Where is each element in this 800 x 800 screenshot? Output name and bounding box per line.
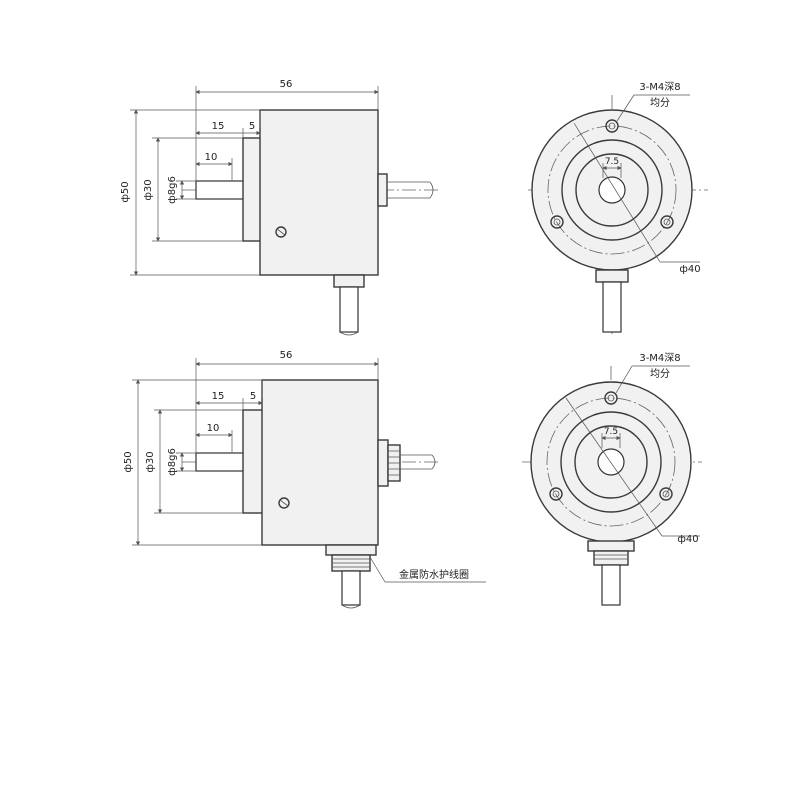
dim-shaft-length: 10 <box>207 423 220 434</box>
shaft <box>195 180 245 200</box>
label-waterproof-gland: 金属防水护线圈 <box>399 568 469 581</box>
flange <box>242 137 262 242</box>
dim-flange-length: 15 <box>212 121 225 132</box>
cable-gland <box>333 274 365 288</box>
dim-flange-diameter: ф30 <box>145 451 156 472</box>
bolt-circle <box>547 125 677 255</box>
mount-hole <box>659 487 673 501</box>
cable <box>339 286 359 333</box>
mount-hole <box>550 215 564 229</box>
label-mount-holes: 3-M4深8 <box>639 81 680 93</box>
dim-flange-step: 5 <box>250 391 256 402</box>
cable <box>602 281 622 333</box>
rear-connector <box>377 173 388 207</box>
label-mount-holes-note: 均分 <box>650 97 670 109</box>
metal-waterproof-gland <box>325 544 377 556</box>
mount-hole <box>660 215 674 229</box>
flange <box>242 409 264 514</box>
dim-flange-step: 5 <box>249 121 255 132</box>
dim-bolt-circle: ф40 <box>677 534 698 545</box>
label-mount-holes-note: 均分 <box>650 368 670 380</box>
dim-shaft-diameter: ф8g6 <box>167 448 178 476</box>
shaft <box>195 452 245 472</box>
dim-flat-width: 7.5 <box>604 427 618 437</box>
shaft-end <box>597 448 625 476</box>
dim-flat-width: 7.5 <box>605 157 619 167</box>
mount-hole <box>549 487 563 501</box>
mount-hole <box>605 119 619 133</box>
mount-hole <box>604 391 618 405</box>
side-view-bottom: 金属防水护线圈 56 15 5 10 ф50 ф30 ф8g6 <box>123 350 486 609</box>
shaft-end <box>598 176 626 204</box>
cable <box>341 570 361 606</box>
label-mount-holes: 3-M4深8 <box>639 352 680 364</box>
front-view-bottom: ф40 3-M4深8 均分 7.5 <box>522 352 702 606</box>
dim-flange-length: 15 <box>212 391 225 402</box>
dim-bolt-circle: ф40 <box>679 264 700 275</box>
screw-icon <box>278 497 290 509</box>
screw-icon <box>275 226 287 238</box>
dim-outer-diameter: ф50 <box>123 451 134 472</box>
front-view-top: ф40 3-M4深8 均分 7.5 <box>528 81 708 336</box>
dim-total-length: 56 <box>280 350 293 361</box>
dim-outer-diameter: ф50 <box>120 181 131 202</box>
encoder-body <box>261 379 379 546</box>
metal-waterproof-gland <box>587 540 635 552</box>
rear-gland <box>377 439 389 487</box>
bolt-circle <box>546 397 676 527</box>
dim-shaft-diameter: ф8g6 <box>167 176 178 204</box>
encoder-body <box>259 109 379 276</box>
dim-flange-diameter: ф30 <box>143 179 154 200</box>
cable-gland <box>595 269 629 283</box>
dim-shaft-length: 10 <box>205 152 218 163</box>
side-view-top: 56 15 5 10 ф50 ф30 ф8g6 <box>120 79 440 336</box>
dim-total-length: 56 <box>280 79 293 90</box>
cable <box>601 564 621 606</box>
